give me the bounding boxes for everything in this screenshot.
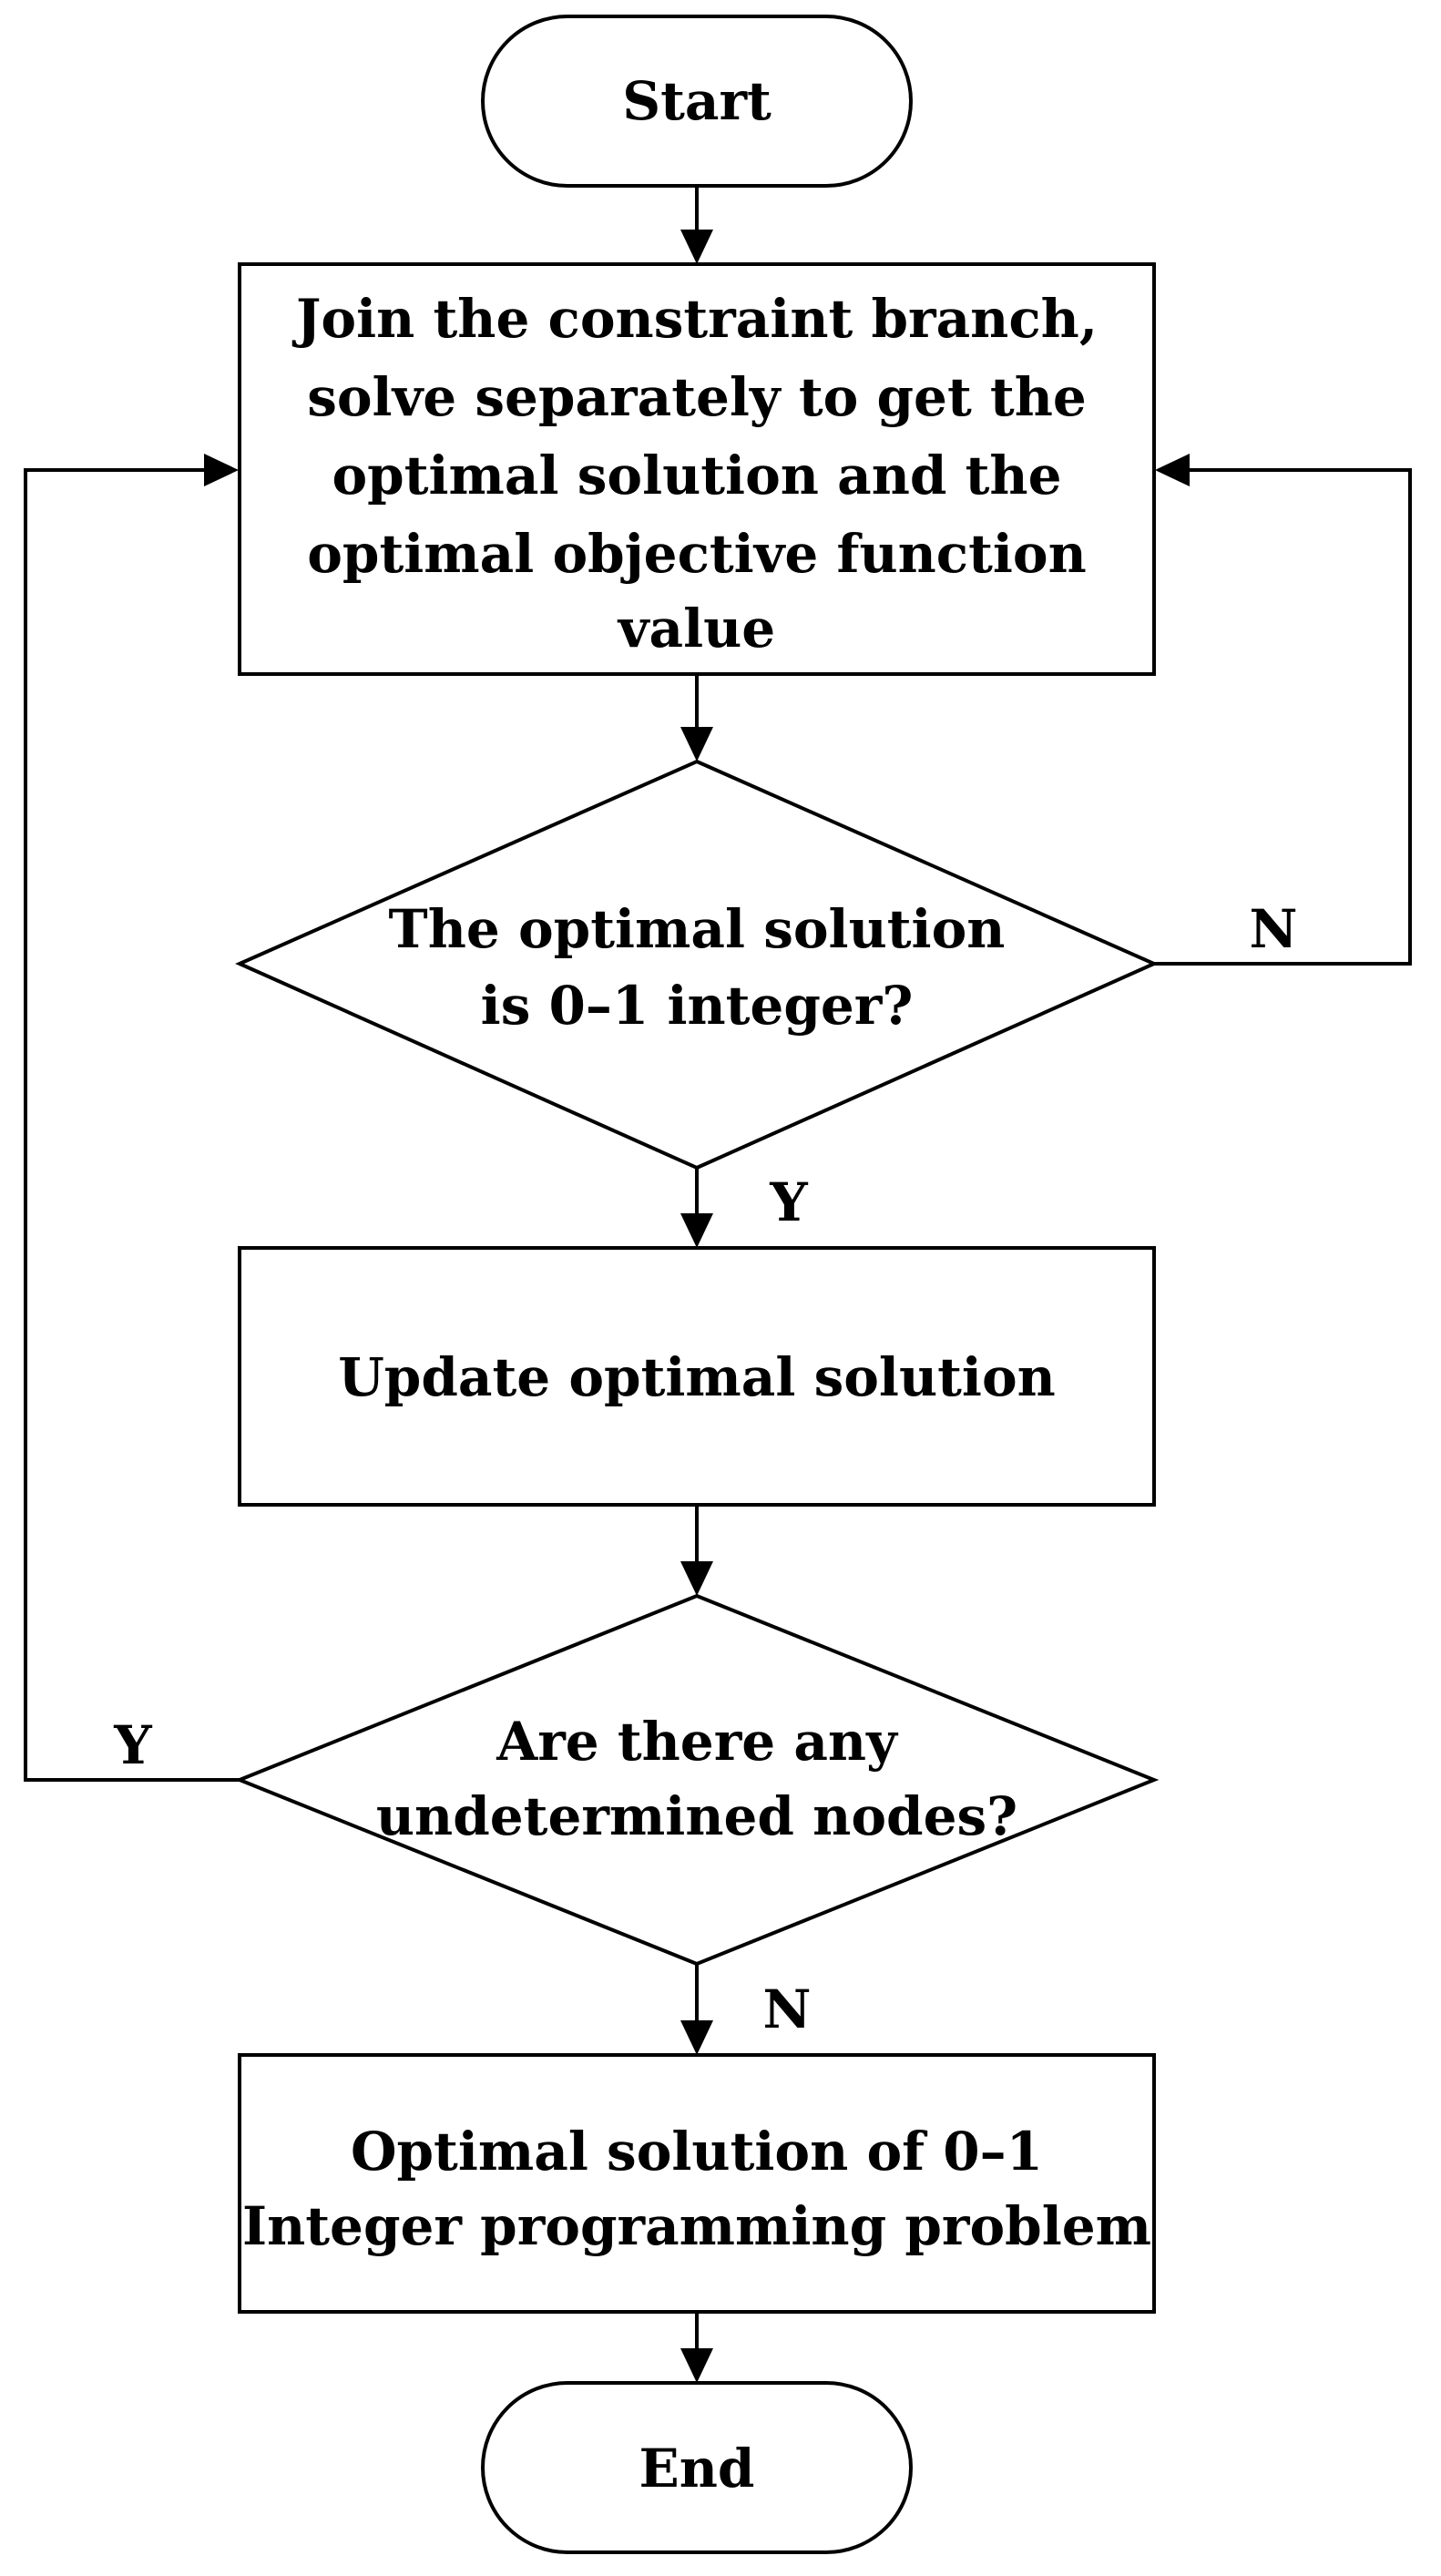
connector-integer-yes: Y	[680, 1168, 808, 1248]
decision-nodes-yes-label: Y	[113, 1714, 152, 1776]
process-result-line-1: Optimal solution of 0–1	[351, 2121, 1043, 2182]
start-terminal: Start	[481, 15, 913, 188]
connector-nodes-yes-loop: Y	[24, 454, 240, 1782]
process-join-branch-line-5: value	[617, 598, 775, 659]
process-update: Update optimal solution	[238, 1246, 1156, 1507]
process-result-box	[238, 2053, 1156, 2314]
decision-nodes-line-2: undetermined nodes?	[376, 1785, 1017, 1847]
process-join-branch: Join the constraint branch, solve separa…	[238, 262, 1156, 676]
decision-nodes: Are there any undetermined nodes?	[234, 1593, 1160, 1967]
process-update-box	[238, 1246, 1156, 1507]
arrowhead	[680, 230, 713, 264]
connector-nodes-no: N	[680, 1964, 812, 2055]
decision-integer-yes-label: Y	[769, 1171, 808, 1233]
arrowhead	[680, 1561, 713, 1596]
connector-update-to-decision-nodes	[680, 1505, 713, 1596]
connector-process-to-decision-integer	[680, 674, 713, 762]
decision-integer-line-1: The optimal solution	[389, 898, 1006, 960]
process-update-label: Update optimal solution	[338, 1346, 1056, 1408]
decision-integer-line-2: is 0–1 integer?	[481, 975, 914, 1037]
decision-nodes-no-label: N	[762, 1978, 811, 2040]
process-join-branch-box	[238, 262, 1156, 676]
connector-start-to-process	[680, 186, 713, 264]
process-result: Optimal solution of 0–1 Integer programm…	[238, 2053, 1156, 2314]
arrowhead	[204, 454, 239, 486]
connector-integer-no-loop: N	[1154, 454, 1412, 966]
arrowhead	[680, 1213, 713, 1248]
process-join-branch-line-4: optimal objective function	[307, 523, 1087, 585]
decision-integer-diamond	[235, 759, 1159, 1170]
decision-integer-no-label: N	[1249, 898, 1297, 960]
end-terminal-shape	[481, 2381, 913, 2554]
process-result-line-2: Integer programming problem	[242, 2195, 1151, 2257]
connector-result-to-end	[680, 2312, 713, 2383]
decision-nodes-line-1: Are there any	[496, 1711, 899, 1773]
process-join-branch-line-2: solve separately to get the	[307, 366, 1087, 428]
process-join-branch-line-1: Join the constraint branch,	[291, 288, 1098, 350]
process-join-branch-line-3: optimal solution and the	[332, 445, 1061, 506]
arrowhead	[1155, 454, 1190, 486]
arrowhead	[680, 727, 713, 762]
decision-integer: The optimal solution is 0–1 integer?	[235, 759, 1159, 1170]
decision-nodes-diamond	[234, 1593, 1160, 1967]
arrowhead	[680, 2348, 713, 2383]
end-terminal: End	[481, 2381, 913, 2554]
start-terminal-label: Start	[622, 70, 772, 132]
end-terminal-label: End	[639, 2438, 755, 2499]
arrowhead	[680, 2020, 713, 2055]
